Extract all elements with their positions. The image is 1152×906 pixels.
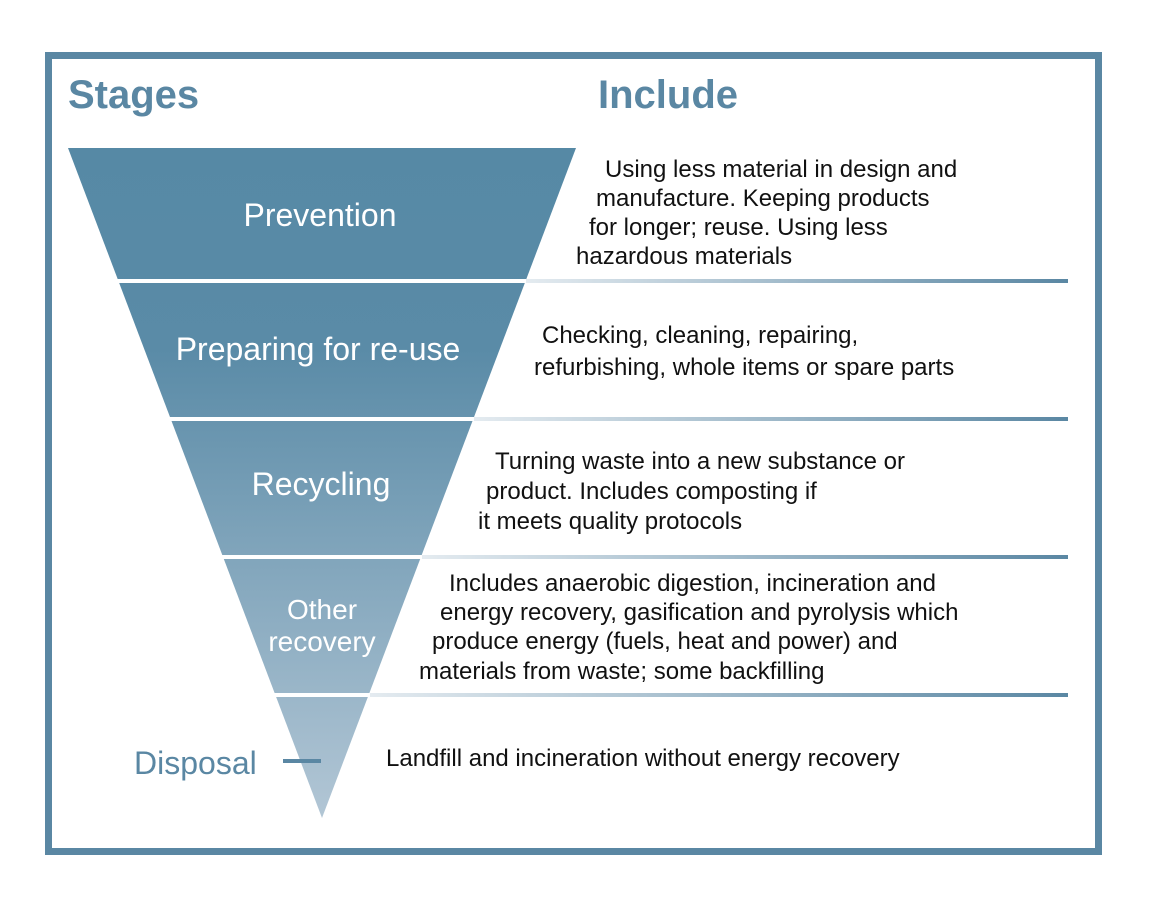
stage-disposal: Disposal — [134, 745, 257, 781]
separators — [100, 279, 1068, 697]
include-header: Include — [598, 73, 738, 117]
separator-4-line — [370, 693, 1068, 697]
separator-1 — [100, 279, 530, 283]
desc-line: Turning waste into a new substance or — [495, 448, 905, 475]
separator-3 — [190, 555, 430, 559]
other-recovery-description: Includes anaerobic digestion, incinerati… — [419, 570, 958, 685]
separator-2 — [140, 417, 480, 421]
separator-4 — [240, 693, 380, 697]
recycling-description: Turning waste into a new substance or pr… — [478, 448, 905, 535]
desc-line: Includes anaerobic digestion, incinerati… — [449, 570, 936, 597]
preparing-description: Checking, cleaning, repairing, refurbish… — [534, 322, 954, 381]
desc-line: materials from waste; some backfilling — [419, 658, 824, 685]
stage-other-recovery-line2: recovery — [268, 626, 375, 657]
stages-header: Stages — [68, 73, 199, 117]
disposal-dash — [283, 759, 321, 763]
desc-line: Using less material in design and — [605, 156, 957, 183]
desc-line: product. Includes composting if — [486, 478, 817, 505]
separator-1-line — [526, 279, 1068, 283]
desc-line: produce energy (fuels, heat and power) a… — [432, 628, 898, 655]
desc-line: manufacture. Keeping products — [596, 185, 930, 212]
separator-2-line — [474, 417, 1068, 421]
desc-line: energy recovery, gasification and pyroly… — [440, 599, 958, 626]
desc-line: refurbishing, whole items or spare parts — [534, 354, 954, 381]
prevention-description: Using less material in design and manufa… — [576, 156, 957, 270]
stage-other-recovery-line1: Other — [287, 594, 357, 625]
stage-recycling: Recycling — [252, 466, 391, 502]
disposal-description: Landfill and incineration without energy… — [386, 745, 900, 772]
funnel — [68, 148, 576, 818]
desc-line: Landfill and incineration without energy… — [386, 745, 900, 772]
desc-line: it meets quality protocols — [478, 508, 742, 535]
desc-line: Checking, cleaning, repairing, — [542, 322, 858, 349]
stage-prevention: Prevention — [244, 197, 397, 233]
desc-line: hazardous materials — [576, 243, 792, 270]
stage-preparing-for-reuse: Preparing for re-use — [176, 331, 461, 367]
desc-line: for longer; reuse. Using less — [589, 214, 888, 241]
frame — [45, 52, 1102, 855]
separator-3-line — [422, 555, 1068, 559]
